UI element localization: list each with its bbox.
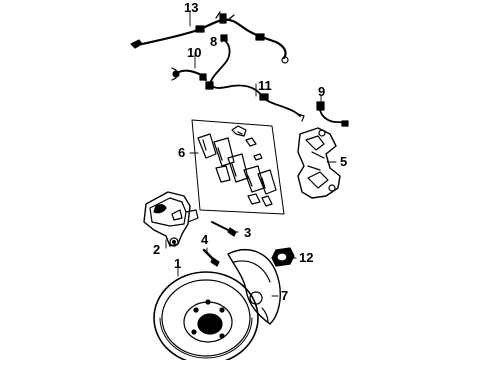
guide-bolt-part-3 [211,221,237,237]
callout-6: 6 [178,145,185,160]
brake-line-fitting-part-9 [316,101,349,127]
brake-rotor-part-1 [153,271,259,365]
callout-4: 4 [201,232,209,247]
callout-8: 8 [210,34,217,49]
brake-caliper-part-2 [143,191,199,247]
callout-12: 12 [299,250,313,265]
callout-10: 10 [187,45,201,60]
callout-1: 1 [174,256,181,271]
flex-hose-part-10 [171,67,207,81]
callout-11: 11 [258,78,272,93]
callout-labels: 13 8 10 11 9 6 5 2 3 4 12 7 1 [153,0,347,303]
callout-3: 3 [244,225,251,240]
hub-nut-part-12 [271,247,295,267]
mounting-bolt-part-4 [202,248,220,267]
callout-13: 13 [184,0,198,15]
callout-7: 7 [281,288,288,303]
callout-2: 2 [153,242,160,257]
callout-5: 5 [340,154,347,169]
abs-wire-harness-part-13 [130,11,289,64]
leader-lines [165,11,337,297]
caliper-bracket-part-5 [297,127,341,199]
brake-pad-set-part-6 [191,119,285,215]
callout-9: 9 [318,84,325,99]
brake-hose-part-11 [205,34,305,122]
dust-shield-part-7 [227,249,281,325]
